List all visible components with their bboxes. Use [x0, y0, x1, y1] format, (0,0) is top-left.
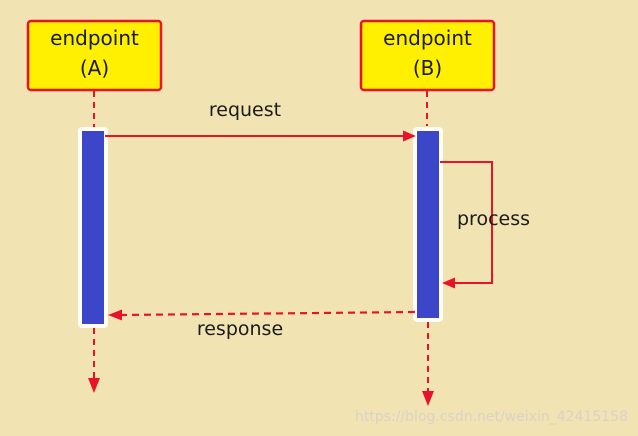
lifeline-a-bottom: [88, 328, 100, 393]
request-arrowhead: [403, 130, 416, 142]
activation-bar-b-fill: [417, 131, 439, 318]
activation-bar-b: [413, 127, 443, 322]
response-label: response: [197, 318, 283, 340]
activation-bar-a-fill: [82, 131, 104, 324]
participant-b-box: [359, 19, 496, 92]
participant-a-id: (A): [80, 56, 109, 80]
participant-b-name: endpoint: [383, 26, 472, 50]
participant-a-name: endpoint: [50, 26, 139, 50]
lifeline-b-arrowhead: [422, 391, 434, 406]
process-arrowhead: [442, 277, 455, 289]
request-message: request: [105, 99, 416, 142]
response-arrowhead: [108, 309, 122, 321]
participant-a-box: [26, 19, 163, 92]
participant-b-id: (B): [413, 56, 442, 80]
lifeline-a-arrowhead: [88, 378, 100, 393]
process-label: process: [457, 208, 530, 230]
participant-a: endpoint (A): [26, 19, 163, 92]
activation-bar-a: [78, 127, 108, 328]
request-label: request: [209, 99, 281, 121]
process-message: process: [440, 161, 530, 289]
response-message: response: [108, 309, 416, 340]
lifeline-b-bottom: [422, 322, 434, 406]
response-arrow-line: [119, 310, 416, 317]
watermark-text: https://blog.csdn.net/weixin_42415158: [355, 409, 628, 425]
process-loop-line: [440, 161, 493, 284]
participant-b: endpoint (B): [359, 19, 496, 92]
